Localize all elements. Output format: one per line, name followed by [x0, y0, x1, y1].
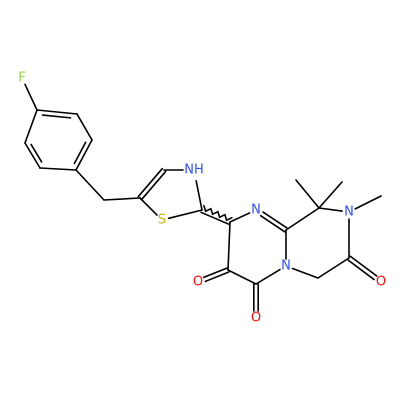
bond-layer — [24, 83, 382, 312]
bond-ar2-ar3 — [24, 142, 41, 169]
bond-c5t-c4t-a — [137, 167, 164, 198]
bond-c2t-s1 — [167, 209, 203, 220]
atom-label-n4: N — [344, 205, 354, 220]
atom-label-n5: N — [281, 259, 291, 274]
bond-c5t-c4t-b — [140, 170, 167, 201]
bond-n4-men — [354, 195, 382, 210]
bond-nh-c2t — [195, 179, 203, 211]
bond-c3-n3 — [229, 212, 251, 223]
bond-c7-o3-b — [349, 255, 378, 277]
bond-ar2-ar3-inner — [30, 143, 43, 163]
bond-c3b-o1-a — [202, 267, 228, 279]
bond-c9-me2 — [318, 181, 343, 209]
bond-c9a-c9 — [285, 207, 320, 231]
bond-ar6-ar1-inner — [41, 114, 72, 119]
bond-c7-c6 — [317, 257, 350, 279]
atom-label-n3: N — [251, 203, 261, 218]
atom-label-o3: O — [376, 275, 386, 290]
atom-label-o2: O — [251, 311, 261, 326]
atom-label-layer: F NH S N N N O O O — [18, 71, 386, 326]
bond-c2t-c3-wavy — [203, 204, 233, 222]
bond-c9-n4 — [318, 207, 343, 212]
bond-c4-c3b — [227, 269, 257, 285]
atom-label-f1: F — [18, 71, 25, 86]
bond-ar6-ar1 — [36, 109, 78, 115]
atom-label-s1: S — [158, 213, 166, 228]
bond-ar4-ar5-inner — [73, 141, 87, 165]
bond-ch2-c5t — [103, 197, 141, 201]
bond-n3-c9a-b — [262, 211, 289, 229]
bond-n5-c4 — [255, 268, 281, 285]
atom-label-nh: NH — [184, 163, 204, 178]
bond-c2t-c3-a — [200, 211, 230, 226]
bond-ar4-ch2 — [75, 169, 105, 201]
bond-c6-n5 — [291, 267, 319, 279]
bond-c9-me1 — [295, 179, 320, 209]
bond-f1-ar1 — [24, 83, 38, 111]
bond-ar4-ar5 — [75, 139, 93, 171]
atom-label-o1: O — [193, 275, 203, 290]
bond-c7-o3-a — [346, 258, 375, 281]
bond-ar3-ar4 — [39, 167, 77, 171]
bond-n3-c9a-a — [259, 214, 286, 233]
bond-c3b-o1-b — [204, 271, 230, 283]
bond-s1-c5t — [139, 197, 158, 216]
bond-ar5-ar6 — [76, 113, 93, 141]
bond-c3b-c3 — [227, 221, 231, 271]
bond-ar1-ar2 — [24, 109, 38, 144]
